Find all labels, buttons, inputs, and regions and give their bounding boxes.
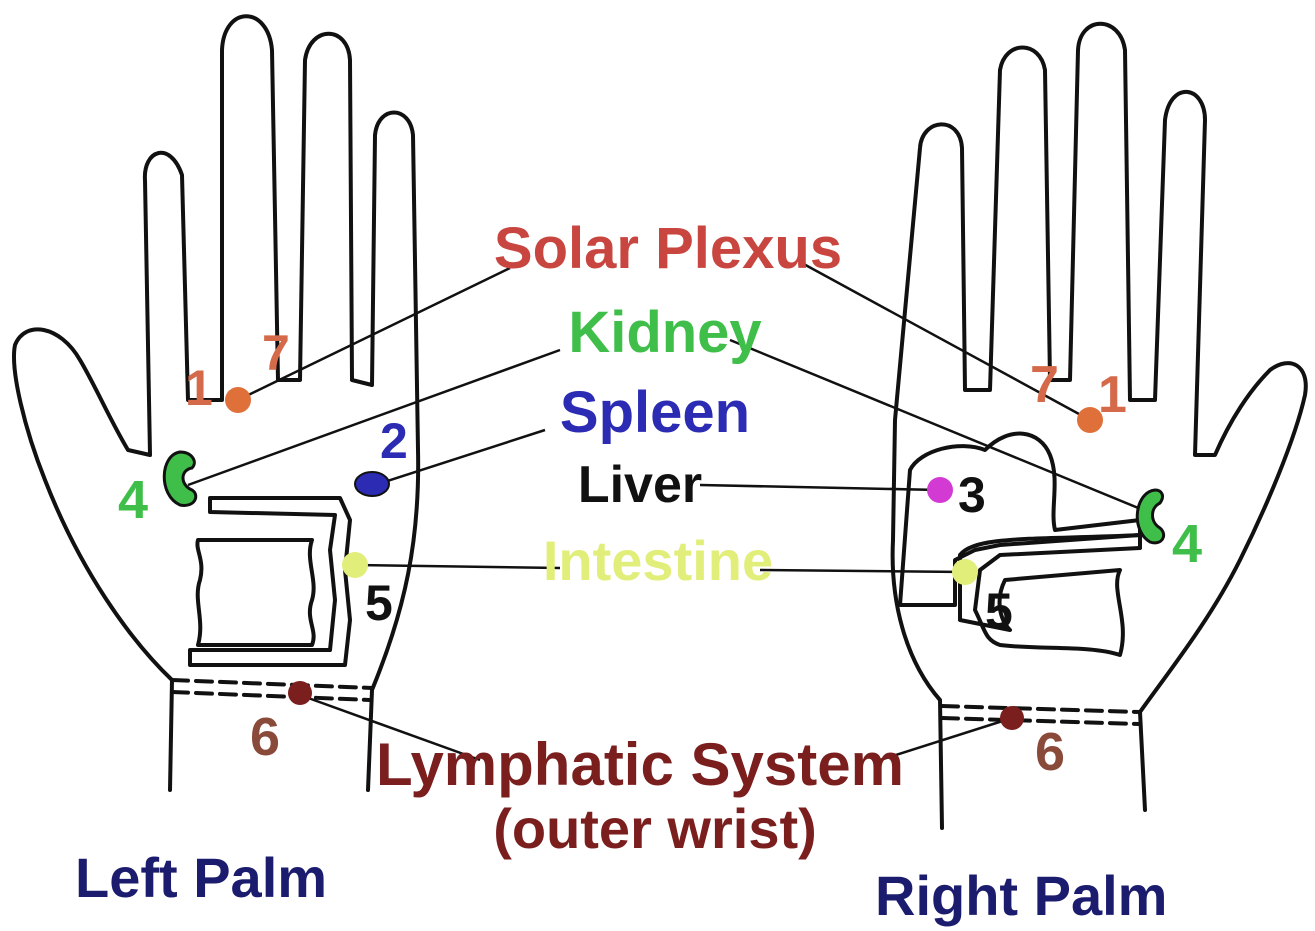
left-number-2: 2	[380, 413, 408, 469]
solar-plexus-label: Solar Plexus	[494, 216, 842, 281]
left-number-5: 5	[365, 575, 393, 631]
right-number-3: 3	[958, 467, 986, 523]
kidney-label: Kidney	[568, 300, 761, 365]
right-number-7: 7	[1030, 356, 1059, 414]
spleen-label: Spleen	[560, 380, 750, 445]
lymphatic-sublabel: (outer wrist)	[493, 797, 817, 860]
right-number-6: 6	[1035, 722, 1065, 782]
right-number-1: 1	[1098, 366, 1127, 424]
liver-label: Liver	[578, 456, 702, 514]
left-number-7: 7	[262, 325, 290, 381]
intestine-label: Intestine	[543, 529, 773, 592]
liver-dot	[927, 477, 953, 503]
left-intestine-outline	[190, 498, 350, 665]
intestine-dot-right	[952, 559, 978, 585]
lymphatic-dot-left	[288, 681, 312, 705]
spleen-dot	[355, 472, 389, 496]
lymphatic-dot-right	[1000, 706, 1024, 730]
right-palm-title: Right Palm	[875, 864, 1167, 927]
left-number-4: 4	[118, 470, 148, 530]
left-number-1: 1	[185, 360, 213, 416]
left-number-6: 6	[250, 707, 280, 767]
right-number-4: 4	[1172, 514, 1202, 574]
right-organ-outlines	[900, 434, 1140, 655]
solar-plexus-dot-left	[225, 387, 251, 413]
kidney-crescent-left	[164, 452, 196, 505]
lymphatic-label: Lymphatic System	[376, 731, 904, 798]
left-palm-title: Left Palm	[75, 846, 327, 909]
intestine-left-line	[355, 565, 560, 568]
intestine-right-line	[760, 570, 965, 572]
liver-line	[700, 485, 940, 490]
left-hand-outline	[14, 16, 418, 790]
right-number-5: 5	[985, 583, 1013, 639]
kidney-crescent-right	[1137, 490, 1163, 543]
